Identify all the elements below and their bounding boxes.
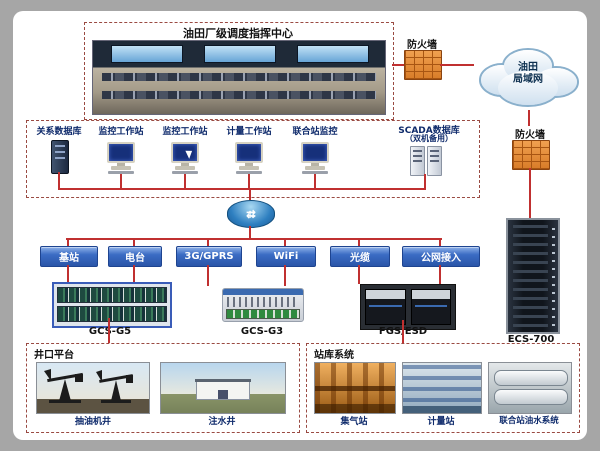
firewall-icon [512,140,550,170]
station-system-box [306,343,580,433]
ws-label-monitor2: 监控工作站 [162,127,208,137]
projection-screen [203,45,277,64]
cloud-label-line1: 油田 [518,62,538,73]
connector-line [108,318,110,343]
projection-screen [110,45,183,64]
connector-line [249,226,251,238]
tank [493,370,569,386]
pumpjack-well-label: 抽油机井 [74,417,111,427]
connector-line [207,265,209,286]
connector-line [67,238,69,246]
router-icon: ⇄⇄ [227,200,275,228]
connector-line [424,174,426,188]
pumpjack-well-photo [36,362,150,414]
connector-line [207,238,209,246]
collector-line [58,188,426,190]
connector-line [248,174,250,188]
hand-cursor-icon [185,148,195,159]
cloud-icon [479,48,579,107]
scada-room-box [26,120,480,198]
station-system-title: 站库系统 [314,350,354,361]
firewall-right-label: 防火墙 [515,130,545,141]
bus-box-radio: 电台 [108,246,162,267]
injection-well-photo [160,362,286,414]
gcs-g5-rack [52,282,172,328]
connector-line [314,174,316,188]
scada-db-label-line2: （双机备用） [405,134,453,143]
gas-gathering-label: 集气站 [340,417,368,427]
connector-line [528,110,530,126]
gcs-g3-label: GCS-G3 [240,326,284,337]
projection-screen [297,45,370,64]
bus-box-wifi: WiFi [256,246,316,267]
scada-server-icon [410,146,425,176]
scada-server-icon [427,146,442,176]
fgs-esd-unit [360,284,456,330]
bus-line [66,238,442,240]
bus-box-3g-gprs: 3G/GPRS [176,246,242,267]
command-center-title: 油田厂级调度指挥中心 [183,27,293,40]
connector-line [133,265,135,282]
bus-box-public-net: 公网接入 [402,246,480,267]
firewall-icon [404,50,442,80]
database-server-icon [51,140,69,174]
metering-station-label: 计量站 [427,417,455,427]
connector-line [440,64,474,66]
connector-line [402,320,404,343]
tank [493,389,569,405]
connector-line [529,168,531,218]
ecs-700-label: ECS-700 [507,334,555,345]
connector-line [120,174,122,188]
workstation-monitor-icon [170,142,200,174]
metering-station-photo [402,362,482,414]
oil-water-system-label: 联合站油水系统 [499,416,559,426]
gcs-g3-controller [222,288,304,322]
pumpjack-illustration [37,363,149,413]
connector-line [284,265,286,286]
scada-db-label-line1: SCADA数据库 [398,126,460,136]
connector-line [439,265,441,284]
cloud-label: 油田 局域网 [488,62,568,86]
ecs-700-cabinet [506,218,560,334]
connector-line [58,172,60,188]
connector-line [392,64,404,66]
connector-line [358,238,360,246]
connector-line [358,265,360,284]
workstation-monitor-icon [300,142,330,174]
connector-line [284,238,286,246]
command-center-box [84,22,394,120]
ws-label-metering: 计量工作站 [226,127,272,137]
wellhead-title: 井口平台 [34,350,74,361]
workstation-monitor-icon [106,142,136,174]
connector-line [184,174,186,188]
connector-line [439,238,441,246]
bus-box-fiber: 光缆 [330,246,390,267]
connector-line [133,238,135,246]
control-room-photo [92,40,386,115]
firewall-top-label: 防火墙 [407,40,437,51]
gas-gathering-photo [314,362,396,414]
operator-desk-row [101,90,377,99]
gcs-g5-label: GCS-G5 [70,326,150,337]
connector-line [67,265,69,282]
ws-label-database: 关系数据库 [36,127,82,137]
ws-label-station-monitor: 联合站监控 [292,127,338,137]
operator-desk-row [101,73,377,82]
oil-water-system-photo [488,362,572,414]
connector-line [249,190,251,200]
injection-well-label: 注水井 [208,417,236,427]
wellhead-box [26,343,300,433]
bus-box-base-station: 基站 [40,246,98,267]
ws-label-monitor1: 监控工作站 [98,127,144,137]
workstation-monitor-icon [234,142,264,174]
wellsite-building [194,378,251,400]
cloud-label-line2: 局域网 [513,74,543,85]
